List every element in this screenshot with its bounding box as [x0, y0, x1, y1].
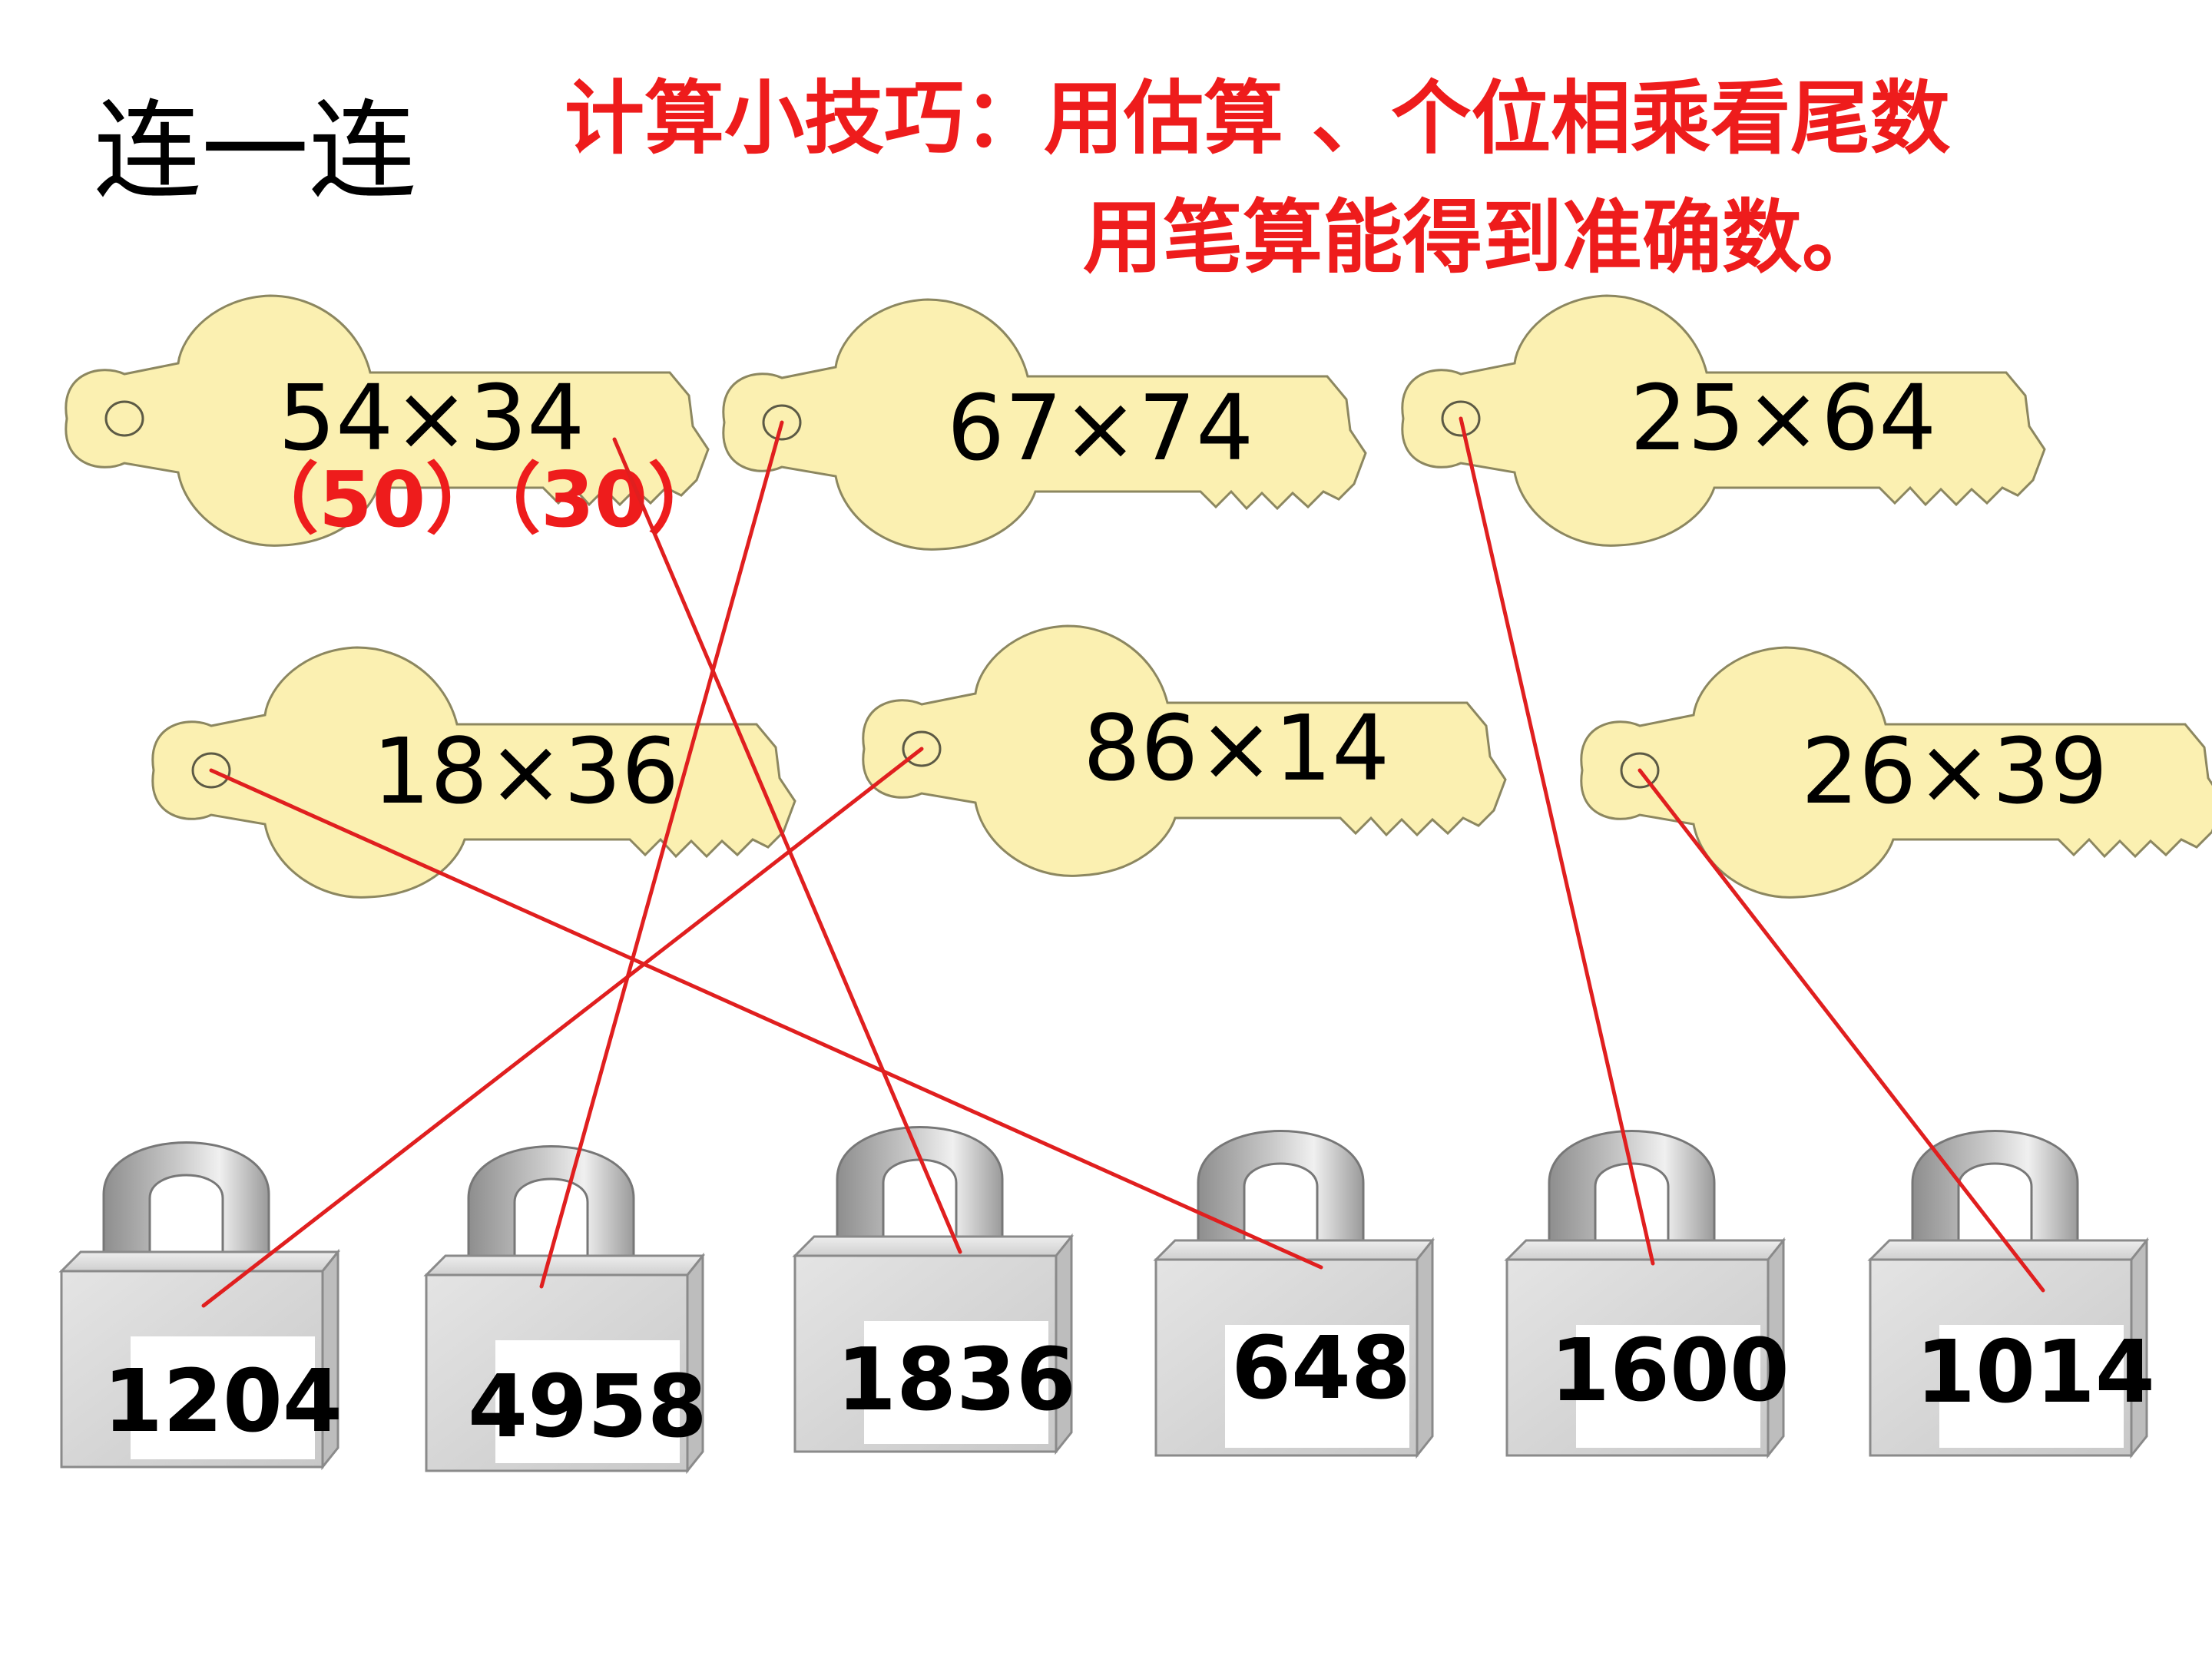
key-26x39[interactable]: 26×39 [1580, 646, 2212, 899]
connection-line [1459, 416, 1655, 1266]
connection-line [209, 768, 1323, 1270]
lock-number: 1014 [1916, 1323, 2155, 1422]
lock-1014[interactable]: 1014 [1869, 1130, 2155, 1457]
connection-line [201, 747, 924, 1308]
key-54x34[interactable]: 54×34 [65, 294, 710, 547]
lock-number: 1836 [836, 1330, 1076, 1430]
key-25x64[interactable]: 25×64 [1401, 294, 2046, 547]
connection-line [612, 437, 962, 1254]
lock-number: 1204 [103, 1352, 343, 1452]
key-expression: 25×64 [1630, 365, 1936, 471]
key-expression: 67×74 [947, 375, 1253, 481]
connection-lines [201, 416, 2045, 1308]
key-expression: 54×34 [278, 365, 584, 471]
connection-line [539, 420, 784, 1289]
key-expression: 26×39 [1801, 718, 2108, 824]
lock-1204[interactable]: 1204 [60, 1141, 343, 1469]
page-title: 连一连 [94, 89, 416, 214]
key-86x14[interactable]: 86×14 [862, 624, 1507, 877]
key-18x36[interactable]: 18×36 [151, 646, 796, 899]
calculation-tip-line-1: 计算小技巧：用估算 、个位相乘看尾数 [565, 71, 1950, 165]
lock-number: 4958 [468, 1357, 707, 1457]
key-expression: 18×36 [373, 718, 679, 824]
calculation-tip-line-2: 用笔算能得到准确数。 [1083, 190, 1882, 284]
key-67x74[interactable]: 67×74 [722, 298, 1367, 551]
estimate-hint: （50）（30） [242, 455, 724, 545]
connection-line [1637, 768, 2045, 1293]
lock-1836[interactable]: 1836 [793, 1126, 1076, 1453]
lock-number: 648 [1231, 1319, 1411, 1419]
lock-number: 1600 [1550, 1321, 1790, 1421]
key-expression: 86×14 [1083, 695, 1389, 801]
lock-4958[interactable]: 4958 [425, 1145, 707, 1472]
lock-648[interactable]: 648 [1154, 1130, 1434, 1457]
lock-1600[interactable]: 1600 [1505, 1130, 1790, 1457]
